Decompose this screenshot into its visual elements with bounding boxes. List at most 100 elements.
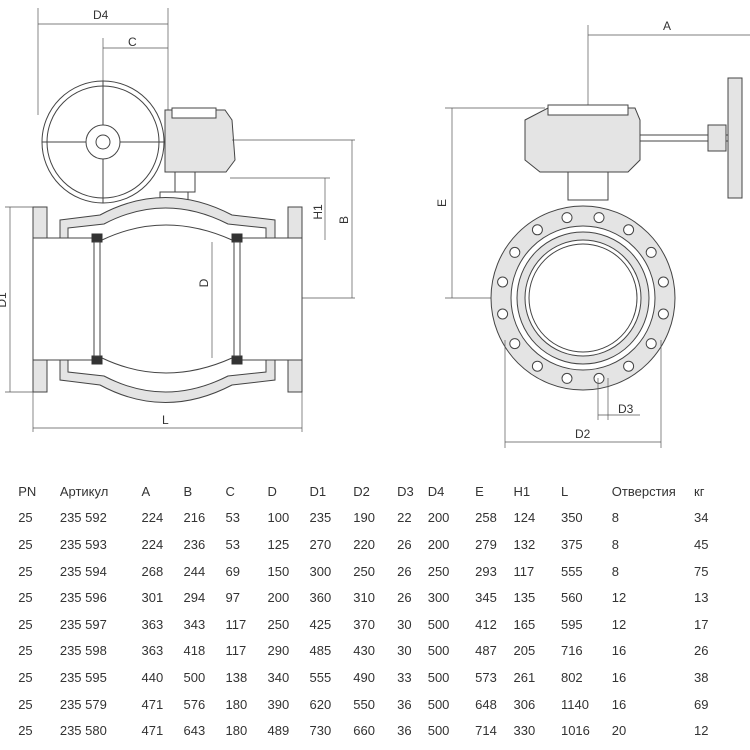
dimensions-table: PN Артикул A B C D D1 D2 D3 D4 E H1 L От… xyxy=(0,478,750,744)
row-index-cell xyxy=(0,531,18,558)
cell-kg: 69 xyxy=(694,696,709,712)
bolt-hole-icon xyxy=(645,338,657,350)
cell-b: 216 xyxy=(183,510,206,526)
cell-art: 235 580 xyxy=(59,723,107,739)
cell-pn: 25 xyxy=(18,563,33,579)
cell-a: 363 xyxy=(141,643,164,659)
header-e: E xyxy=(475,483,484,499)
cell-h1: 165 xyxy=(513,616,536,632)
bolt-hole-icon xyxy=(645,246,657,258)
cell-pn: 25 xyxy=(18,696,33,712)
cell-d: 390 xyxy=(267,696,290,712)
row-index-cell xyxy=(0,558,18,585)
cell-d3: 30 xyxy=(397,616,412,632)
cell-e: 648 xyxy=(475,696,497,712)
cell-art: 235 597 xyxy=(59,616,107,632)
cell-d4: 300 xyxy=(427,590,450,606)
row-index-cell xyxy=(0,691,18,718)
cell-l: 802 xyxy=(560,669,583,685)
cell-b: 500 xyxy=(183,669,206,685)
cell-d1: 425 xyxy=(309,616,332,632)
cell-pn: 25 xyxy=(18,590,33,606)
cell-h1: 124 xyxy=(513,510,536,526)
cell-c: 117 xyxy=(225,643,247,659)
cell-e: 487 xyxy=(475,643,497,659)
cell-kg: 17 xyxy=(694,616,709,632)
cell-e: 279 xyxy=(475,536,497,552)
cell-d: 125 xyxy=(267,536,290,552)
cell-d4: 500 xyxy=(427,723,450,739)
cell-d2: 190 xyxy=(353,510,375,526)
cell-b: 576 xyxy=(183,696,206,712)
cell-d4: 500 xyxy=(427,669,450,685)
cell-e: 345 xyxy=(475,590,497,606)
row-index-cell xyxy=(0,611,18,638)
cell-b: 343 xyxy=(183,616,206,632)
cell-c: 97 xyxy=(225,590,240,606)
cell-d2: 310 xyxy=(353,590,375,606)
dim-a-label: A xyxy=(663,19,671,33)
header-d: D xyxy=(267,483,277,499)
cell-d4: 250 xyxy=(427,563,450,579)
bolt-hole-icon xyxy=(623,360,635,372)
cell-d2: 550 xyxy=(353,696,375,712)
row-index-cell xyxy=(0,717,18,744)
header-kg: кг xyxy=(694,483,705,499)
cell-d4: 200 xyxy=(427,510,450,526)
cell-d4: 500 xyxy=(427,696,450,712)
cell-holes: 20 xyxy=(611,723,627,739)
header-d1: D1 xyxy=(309,483,327,499)
cell-kg: 38 xyxy=(694,669,709,685)
cell-d1: 620 xyxy=(309,696,332,712)
cell-art: 235 593 xyxy=(59,536,107,552)
cell-d3: 26 xyxy=(397,563,412,579)
dim-d3-label: D3 xyxy=(618,402,634,416)
header-index xyxy=(0,478,18,505)
cell-art: 235 596 xyxy=(59,590,107,606)
cell-l: 716 xyxy=(560,643,583,659)
dim-d-label: D xyxy=(197,278,211,287)
dim-d4-label: D4 xyxy=(93,8,109,22)
bolt-hole-icon xyxy=(561,212,573,224)
cell-d: 150 xyxy=(267,563,290,579)
cell-c: 180 xyxy=(225,696,248,712)
cell-art: 235 579 xyxy=(59,696,107,712)
cell-d: 250 xyxy=(267,616,290,632)
cell-c: 53 xyxy=(225,536,240,552)
cell-a: 224 xyxy=(141,510,164,526)
cell-l: 375 xyxy=(560,536,583,552)
cell-holes: 16 xyxy=(611,696,627,712)
header-c: C xyxy=(225,483,235,499)
cell-holes: 16 xyxy=(611,643,627,659)
cell-d: 489 xyxy=(267,723,290,739)
cell-kg: 45 xyxy=(694,536,709,552)
bolt-hole-icon xyxy=(531,224,543,236)
header-b: B xyxy=(183,483,193,499)
cell-e: 412 xyxy=(475,616,497,632)
cell-d2: 660 xyxy=(353,723,375,739)
side-view: D4 C H1 B xyxy=(0,8,355,432)
cell-h1: 261 xyxy=(513,669,536,685)
cell-d2: 250 xyxy=(353,563,375,579)
cell-holes: 8 xyxy=(611,510,620,526)
cell-h1: 306 xyxy=(513,696,536,712)
cell-d1: 485 xyxy=(309,643,332,659)
cell-d2: 430 xyxy=(353,643,375,659)
row-index-cell xyxy=(0,505,18,532)
row-index-cell xyxy=(0,584,18,611)
cell-l: 555 xyxy=(560,563,583,579)
cell-e: 293 xyxy=(475,563,497,579)
bolt-hole-icon xyxy=(593,212,605,224)
cell-d3: 26 xyxy=(397,590,412,606)
front-view: A E D3 D2 xyxy=(435,19,750,448)
cell-c: 53 xyxy=(225,510,240,526)
cell-b: 244 xyxy=(183,563,206,579)
cell-c: 138 xyxy=(225,669,248,685)
dim-b-label: B xyxy=(337,216,351,224)
table-header-row: PN Артикул A B C D D1 D2 D3 D4 E H1 L От… xyxy=(0,478,750,505)
bolt-hole-icon xyxy=(497,276,509,288)
cell-kg: 12 xyxy=(694,723,709,739)
